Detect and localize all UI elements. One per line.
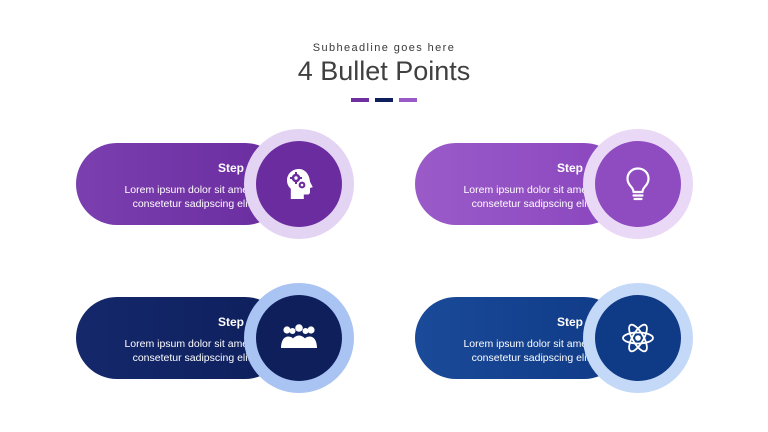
step-description-line: Lorem ipsum dolor sit amet, xyxy=(124,184,254,196)
icon-ring xyxy=(583,283,693,393)
accent-dash-3 xyxy=(399,98,417,102)
icon-ring xyxy=(244,283,354,393)
step-text: Step 1 Lorem ipsum dolor sit amet, conse… xyxy=(84,161,254,211)
step-description: Lorem ipsum dolor sit amet, consetetur s… xyxy=(84,337,254,365)
step-description: Lorem ipsum dolor sit amet, consetetur s… xyxy=(84,183,254,211)
accent-dashes xyxy=(351,98,417,102)
icon-ring xyxy=(583,129,693,239)
step-card-1: Step 1 Lorem ipsum dolor sit amet, conse… xyxy=(76,129,354,239)
subheadline: Subheadline goes here xyxy=(312,42,456,54)
step-description-line: Lorem ipsum dolor sit amet, xyxy=(463,338,593,350)
step-text: Step 2 Lorem ipsum dolor sit amet, conse… xyxy=(423,161,593,211)
step-description-line: Lorem ipsum dolor sit amet, xyxy=(124,338,254,350)
page-title: 4 Bullet Points xyxy=(297,56,471,86)
step-text: Step 3 Lorem ipsum dolor sit amet, conse… xyxy=(84,315,254,365)
step-description-line: consetetur sadipscing elitr xyxy=(471,352,593,364)
step-card-3: Step 3 Lorem ipsum dolor sit amet, conse… xyxy=(76,283,354,393)
atom-icon xyxy=(622,323,654,353)
step-card-4: Step 4 Lorem ipsum dolor sit amet, conse… xyxy=(415,283,693,393)
step-description: Lorem ipsum dolor sit amet, consetetur s… xyxy=(423,183,593,211)
step-label: Step 4 xyxy=(556,315,593,329)
step-description-line: consetetur sadipscing elitr xyxy=(132,198,254,210)
icon-circle xyxy=(595,141,681,227)
accent-dash-1 xyxy=(351,98,369,102)
head-gears-icon xyxy=(287,169,313,199)
lightbulb-icon xyxy=(626,167,650,201)
accent-dash-2 xyxy=(375,98,393,102)
step-description-line: consetetur sadipscing elitr xyxy=(132,352,254,364)
step-description-line: Lorem ipsum dolor sit amet, xyxy=(463,184,593,196)
step-label: Step 3 xyxy=(217,315,254,329)
step-description-line: consetetur sadipscing elitr xyxy=(471,198,593,210)
step-description: Lorem ipsum dolor sit amet, consetetur s… xyxy=(423,337,593,365)
icon-circle xyxy=(595,295,681,381)
step-text: Step 4 Lorem ipsum dolor sit amet, conse… xyxy=(423,315,593,365)
icon-circle xyxy=(256,295,342,381)
step-label: Step 2 xyxy=(556,161,593,175)
step-label: Step 1 xyxy=(217,161,254,175)
step-card-2: Step 2 Lorem ipsum dolor sit amet, conse… xyxy=(415,129,693,239)
icon-ring xyxy=(244,129,354,239)
team-meeting-icon xyxy=(281,324,317,348)
icon-circle xyxy=(256,141,342,227)
